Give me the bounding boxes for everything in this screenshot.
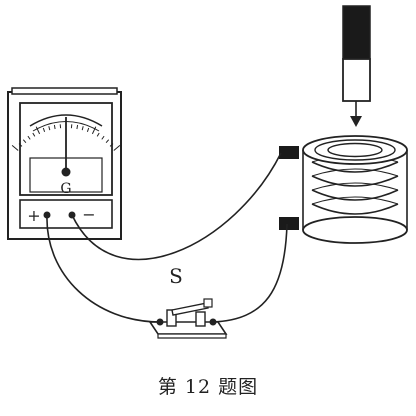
scale-tick [42, 127, 46, 132]
knife-switch [148, 298, 228, 339]
scale-tick [86, 127, 90, 132]
coil-winding-back [311, 182, 399, 191]
switch-handle [203, 298, 213, 308]
coil-upper-terminal [279, 146, 299, 159]
scale-tick [22, 139, 27, 144]
scale-tick [35, 126, 41, 135]
galvanometer-scale-ticks [11, 120, 121, 151]
switch-label: S [169, 264, 183, 288]
galvanometer-pivot [61, 167, 71, 177]
scale-tick [53, 124, 56, 130]
scale-tick [18, 143, 23, 147]
scale-tick [48, 126, 51, 131]
scale-tick [113, 145, 121, 151]
galvanometer: G + − [7, 87, 122, 240]
coil-opening [327, 142, 383, 158]
coil-lower-terminal [279, 217, 299, 230]
motion-arrow-head [350, 116, 362, 127]
coil-top-inner-ring [314, 139, 396, 161]
galvanometer-terminal-panel [19, 199, 113, 229]
galvanometer-scale-arc [29, 114, 103, 127]
magnet-north-pole [342, 5, 371, 60]
scale-tick [11, 145, 19, 151]
switch-base-edge [157, 333, 227, 339]
coil-winding [311, 203, 399, 215]
scale-tick [76, 124, 79, 130]
switch-blade [171, 302, 209, 316]
bar-magnet [342, 5, 371, 127]
wires [46, 152, 288, 323]
coil-winding-back [311, 168, 399, 177]
scale-tick [32, 132, 36, 137]
coil-winding [311, 175, 399, 187]
figure-caption: 第 12 题图 [157, 376, 259, 398]
galvanometer-label: G [60, 181, 71, 197]
scale-tick [105, 139, 110, 144]
plus-terminal-label: + [27, 206, 40, 225]
minus-terminal-label: − [82, 205, 95, 224]
scale-tick [96, 132, 100, 137]
coil-bottom-ring [302, 216, 408, 244]
switch-contact-post [195, 311, 206, 327]
scale-tick [91, 126, 97, 135]
coil-winding [311, 161, 399, 173]
magnet-south-pole [342, 58, 371, 102]
scale-tick [101, 135, 105, 140]
scale-tick [109, 143, 114, 147]
scale-tick [81, 126, 84, 131]
scale-tick [27, 135, 31, 140]
wire-plus-to-switch [46, 214, 161, 323]
coil-winding-back [311, 196, 399, 205]
wire-minus-to-coil-top [71, 152, 282, 261]
galvanometer-top-rim [11, 87, 118, 95]
coil [279, 135, 408, 244]
coil-winding [311, 189, 399, 201]
wire-switch-to-coil-bottom [212, 223, 288, 323]
